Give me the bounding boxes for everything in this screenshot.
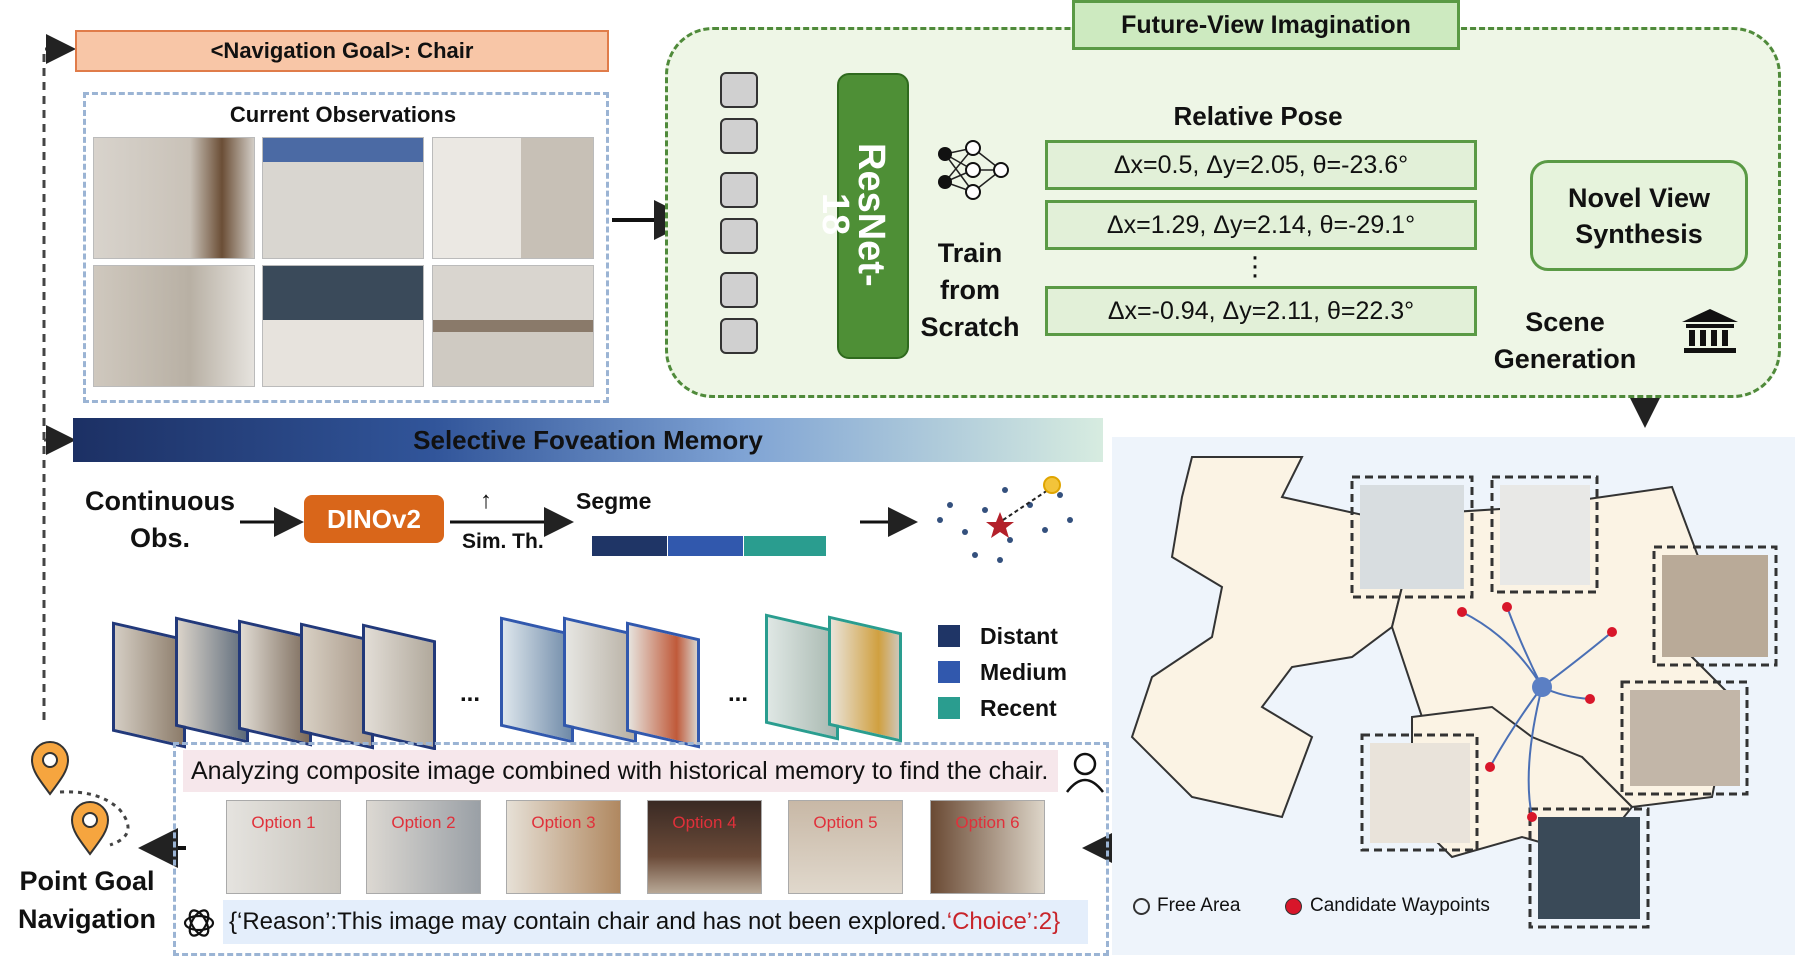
input-node — [720, 72, 758, 108]
segment-medium — [668, 536, 743, 556]
observations-title: Current Observations — [229, 102, 457, 127]
legend-swatch-distant — [938, 625, 960, 647]
input-node — [720, 118, 758, 154]
observation-image — [432, 137, 594, 259]
observation-image — [432, 265, 594, 387]
observations-panel — [83, 92, 609, 403]
segment-distant — [592, 536, 667, 556]
legend-label-distant: Distant — [980, 623, 1058, 649]
resnet-label: ResNet-18 — [814, 143, 892, 287]
candidate-waypoint-marker — [1285, 898, 1302, 915]
option-image-3[interactable]: Option 3 — [506, 800, 621, 894]
similarity-threshold-label: Sim. Th. — [462, 530, 544, 553]
segment-recent — [744, 536, 826, 556]
reason-text: {‘Reason’:This image may contain chair a… — [223, 900, 1088, 944]
robot-icon — [1532, 677, 1552, 697]
legend-free-area: Free Area — [1157, 895, 1241, 916]
legend-swatch-medium — [938, 661, 960, 683]
pose-box: Δx=1.29, Δy=2.14, θ=-29.1° — [1045, 200, 1477, 250]
openai-icon — [183, 909, 215, 937]
floor-map — [1130, 456, 1778, 929]
legend-label-recent: Recent — [980, 695, 1057, 721]
input-node — [720, 218, 758, 254]
pose-box: Δx=-0.94, Δy=2.11, θ=22.3° — [1045, 286, 1477, 336]
legend-candidate-waypoints: Candidate Waypoints — [1310, 895, 1490, 916]
ellipsis: ... — [460, 680, 481, 707]
question-text: Analyzing composite image combined with … — [183, 750, 1058, 792]
up-arrow-icon: ↑ — [480, 487, 492, 514]
segment-label: Segme — [576, 488, 652, 514]
selective-foveation-memory-bar: Selective Foveation Memory — [73, 418, 1103, 462]
memory-frame — [626, 621, 700, 749]
observation-image — [262, 265, 424, 387]
pose-box: Δx=0.5, Δy=2.05, θ=-23.6° — [1045, 140, 1477, 190]
option-image-4[interactable]: Option 4 — [647, 800, 762, 894]
ellipsis: ... — [728, 680, 749, 707]
memory-frame — [362, 623, 436, 751]
legend-label-medium: Medium — [980, 659, 1067, 685]
observation-image — [262, 137, 424, 259]
option-image-2[interactable]: Option 2 — [366, 800, 481, 894]
location-pin-icon — [30, 741, 70, 796]
navigation-goal-box: <Navigation Goal>: Chair — [75, 30, 609, 72]
building-icon — [1682, 309, 1738, 353]
user-icon — [1066, 752, 1104, 793]
star-icon — [986, 512, 1014, 538]
input-node — [720, 172, 758, 208]
resnet-block — [837, 73, 909, 359]
relative-pose-title: Relative Pose — [1173, 101, 1343, 131]
observation-image — [93, 265, 255, 387]
option-image-6[interactable]: Option 6 — [930, 800, 1045, 894]
input-node — [720, 318, 758, 354]
memory-frame — [828, 615, 902, 743]
free-area-marker — [1133, 898, 1150, 915]
future-view-imagination-title: Future-View Imagination — [1072, 0, 1460, 50]
vertical-ellipsis: ··· — [1250, 240, 1260, 291]
legend-swatch-recent — [938, 697, 960, 719]
dinov2-block: DINOv2 — [304, 495, 444, 543]
location-pin-icon — [70, 801, 110, 856]
observation-image — [93, 137, 255, 259]
input-node — [720, 272, 758, 308]
option-image-1[interactable]: Option 1 — [226, 800, 341, 894]
neural-network-icon — [938, 140, 1009, 200]
option-image-5[interactable]: Option 5 — [788, 800, 903, 894]
